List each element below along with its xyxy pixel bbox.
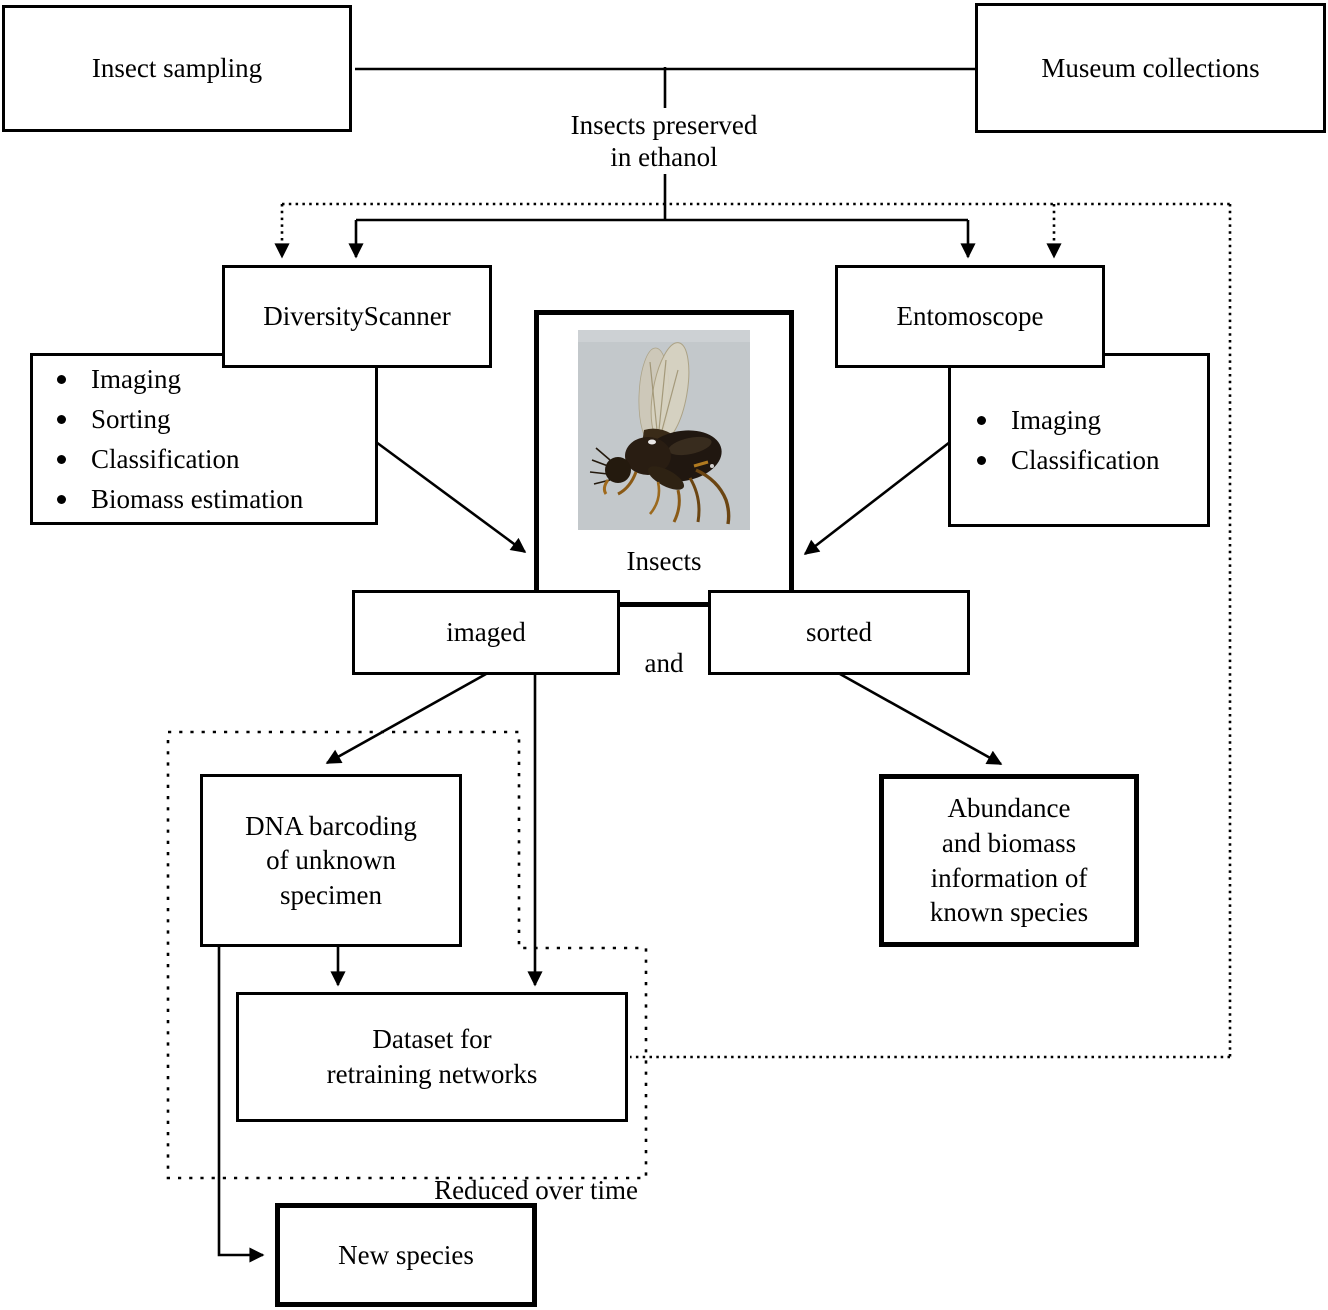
reduced-over-time-region [166, 730, 648, 1180]
arrow-dna-to-new-species [217, 945, 265, 1263]
wing-veins [649, 359, 679, 441]
front-leg [617, 471, 638, 496]
label-text: Reduced over time [434, 1175, 638, 1206]
label-insects-preserved-in-ethanol: Insects preserved in ethanol [545, 108, 783, 174]
bullet-icon [57, 414, 66, 424]
bullet-icon [57, 454, 66, 464]
node-label: sorted [806, 617, 872, 648]
node-label: New species [338, 1239, 474, 1270]
node-label: imaged [446, 617, 526, 648]
node-abundance-biomass-info: Abundance and biomass information of kno… [879, 774, 1139, 947]
feature-label: Imaging [1011, 404, 1101, 435]
label-text: Insects preserved in ethanol [570, 109, 758, 172]
feature-label: Biomass estimation [91, 483, 304, 514]
feature-item: Biomass estimation [57, 484, 375, 515]
thorax [625, 437, 671, 475]
node-label: DiversityScanner [263, 301, 451, 332]
feature-item: Imaging [977, 405, 1207, 436]
bullet-icon [977, 455, 986, 465]
node-label: Insect sampling [91, 53, 263, 84]
bullet-icon [57, 494, 66, 504]
node-label: DNA barcoding of unknown specimen [245, 810, 417, 910]
node-diversity-scanner: DiversityScanner [222, 265, 492, 368]
label-text: and [644, 648, 684, 679]
entomoscope-features: Imaging Classification [948, 353, 1210, 527]
mid-femur [647, 466, 685, 490]
hind-leg-2 [688, 477, 701, 523]
bullet-icon [977, 415, 986, 425]
feature-item: Classification [977, 445, 1207, 476]
node-label: Entomoscope [896, 301, 1044, 332]
arrow-sorted-to-abundance [839, 672, 1003, 766]
node-museum-collections: Museum collections [975, 3, 1326, 133]
node-imaged: imaged [352, 590, 620, 675]
node-new-species: New species [275, 1203, 537, 1307]
bullet-icon [57, 374, 66, 384]
feature-item: Sorting [57, 404, 375, 435]
node-insects: Insects [534, 310, 794, 607]
node-sorted: sorted [708, 590, 970, 675]
node-label: Abundance and biomass information of kno… [929, 793, 1089, 928]
arrow-entomoscope-to-insects [803, 440, 951, 556]
arrow-imaged-to-dna-barcoding [325, 672, 487, 765]
mouthparts [602, 479, 610, 495]
node-retraining-dataset: Dataset for retraining networks [236, 992, 628, 1122]
arrow-diversityscanner-to-insects [375, 440, 527, 554]
node-dna-barcoding: DNA barcoding of unknown specimen [200, 774, 462, 947]
insect-specimen-photo [578, 330, 750, 530]
feature-label: Imaging [91, 363, 181, 394]
feature-label: Classification [1011, 444, 1160, 475]
hind-leg [695, 468, 731, 525]
feature-item: Classification [57, 444, 375, 475]
feature-label: Classification [91, 443, 240, 474]
feature-item: Imaging [57, 364, 375, 395]
label-reduced-over-time: Reduced over time [346, 1142, 638, 1207]
head [605, 457, 631, 483]
mid-leg-2 [648, 481, 661, 515]
head-bristles [589, 447, 611, 485]
node-insect-sampling: Insect sampling [2, 5, 352, 132]
feature-label: Sorting [91, 403, 171, 434]
node-label: Insects [626, 546, 702, 576]
node-entomoscope: Entomoscope [835, 265, 1105, 368]
label-and: and [620, 615, 708, 680]
node-label: Dataset for retraining networks [326, 1024, 538, 1089]
diversity-scanner-features: Imaging Sorting Classification Biomass e… [30, 353, 378, 525]
mid-leg [672, 489, 681, 523]
node-label: Museum collections [1041, 52, 1260, 83]
